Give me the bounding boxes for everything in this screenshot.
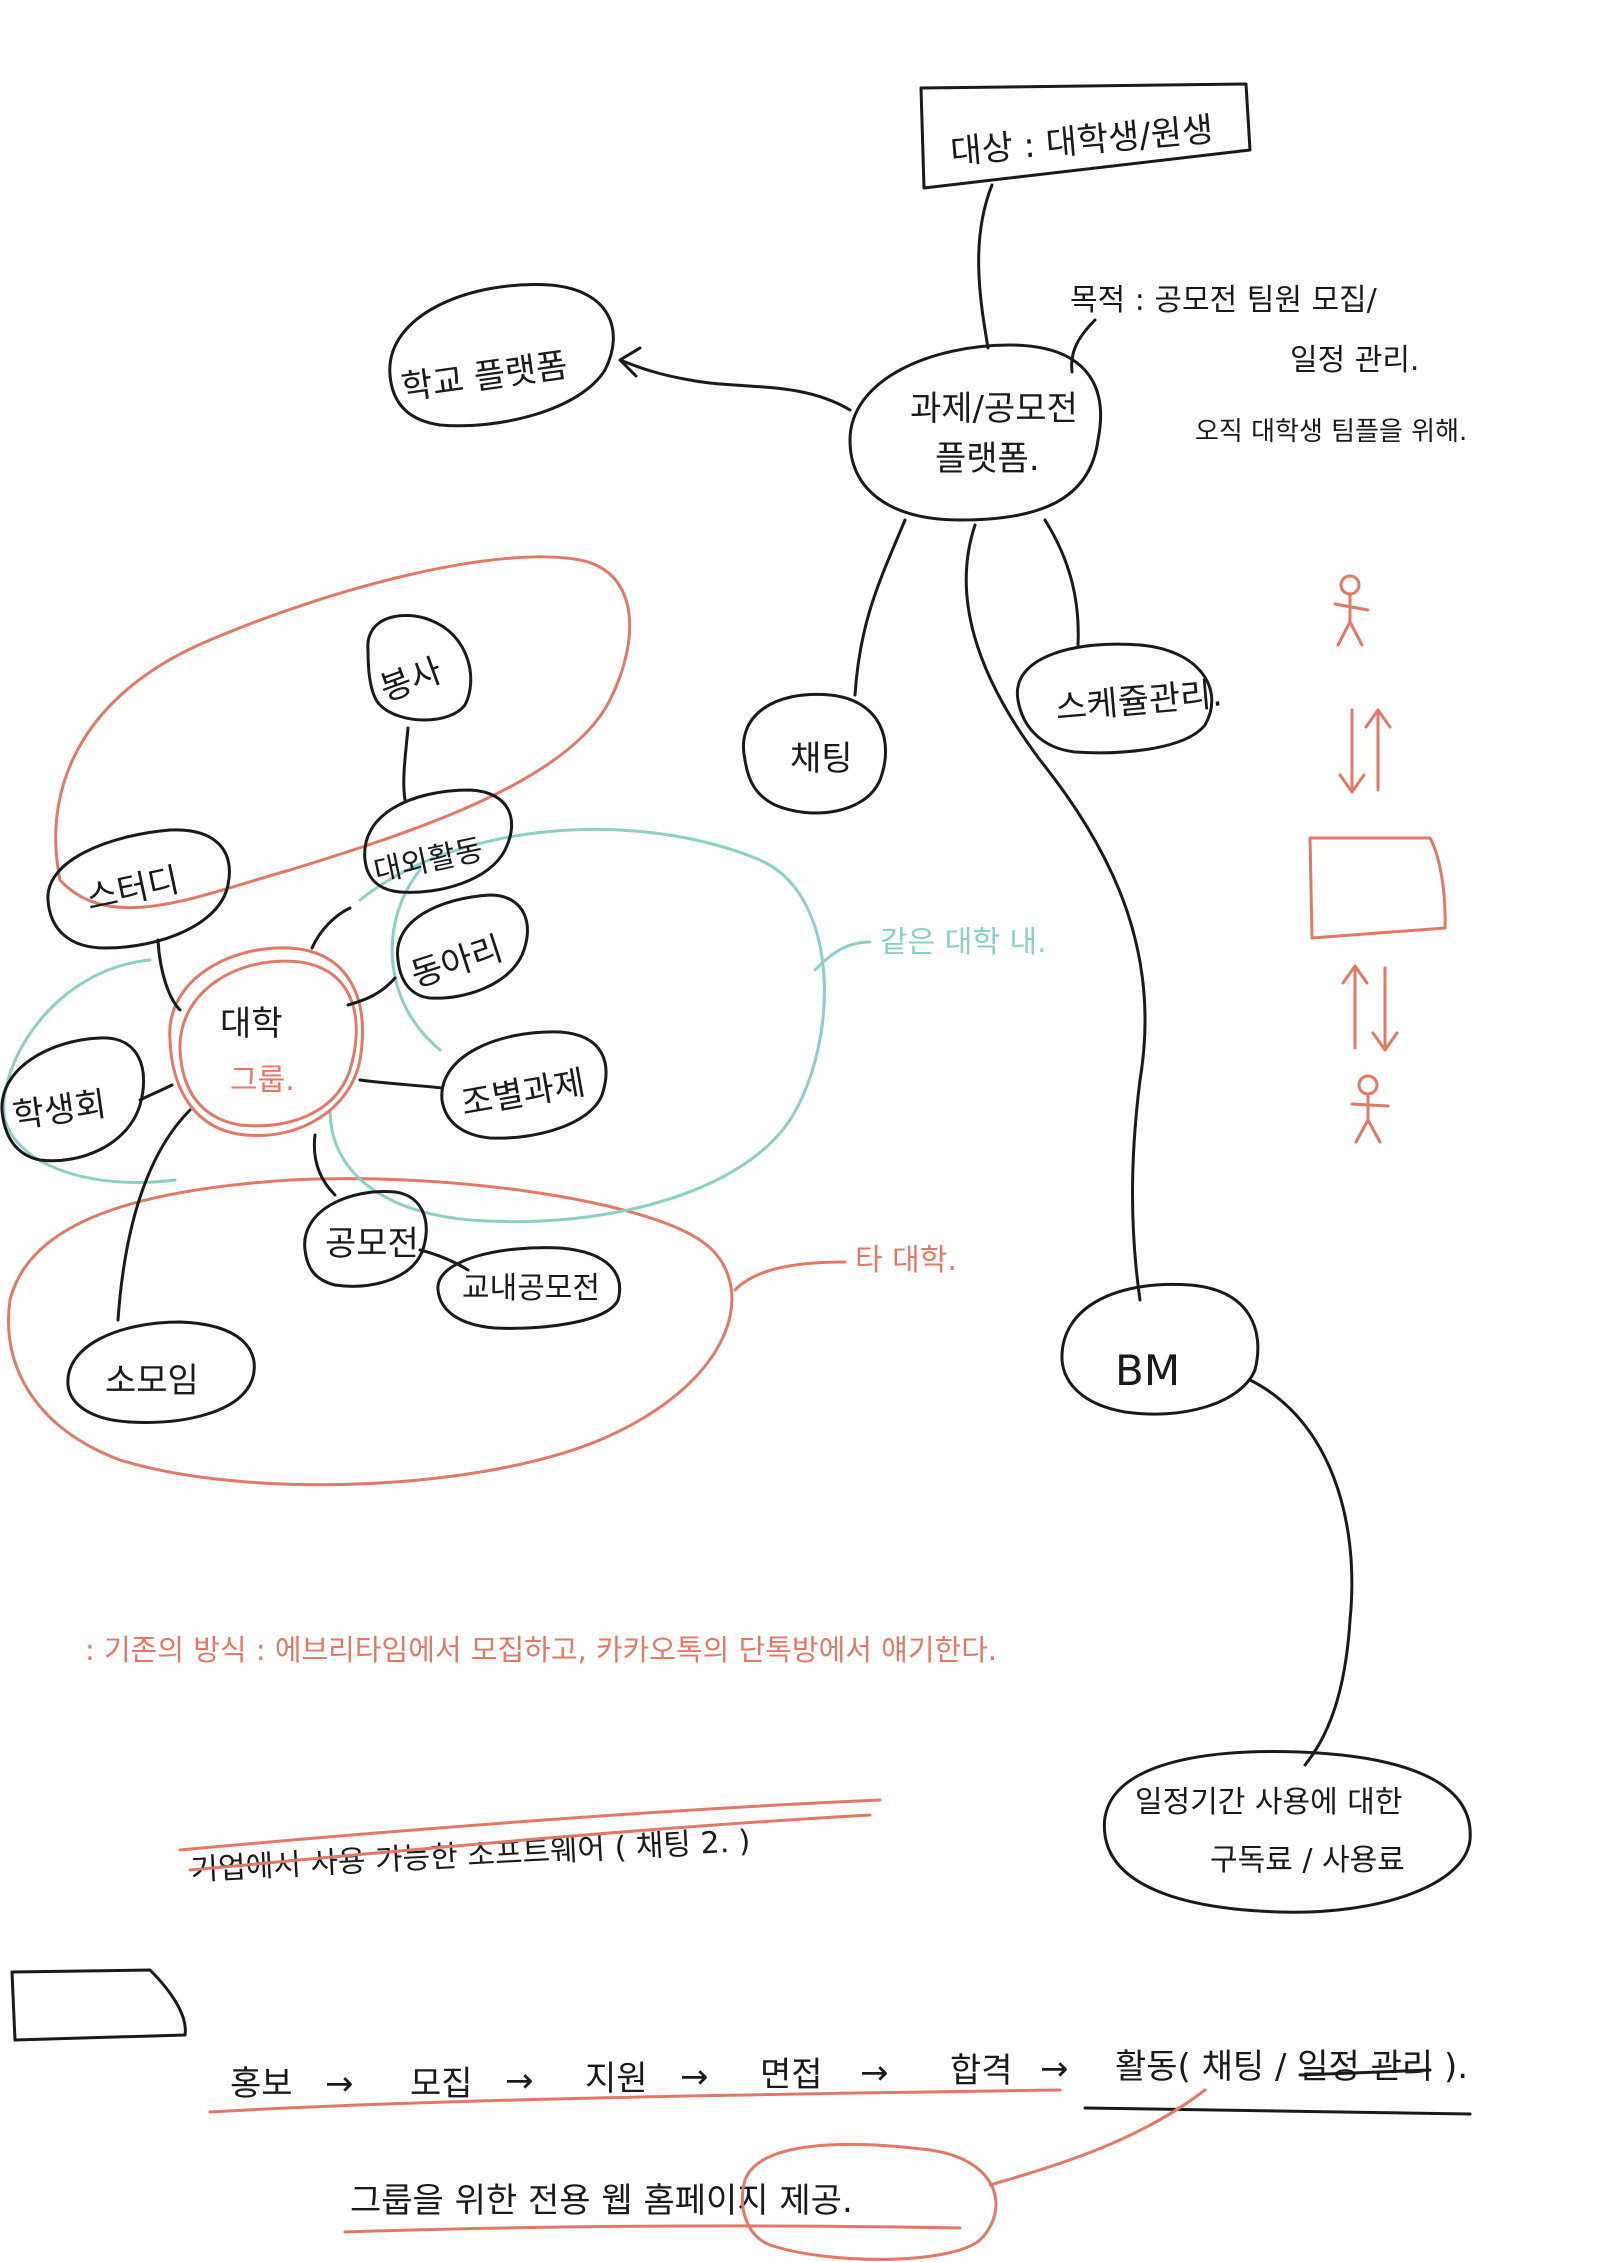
campus-contest-node: 교내공모전 [436, 1246, 622, 1330]
schedule-label: 스케쥴관리. [1054, 674, 1224, 728]
campus-contest-label: 교내공모전 [462, 1271, 600, 1306]
small-group-label: 소모임 [105, 1361, 199, 1401]
person-top-icon [1333, 574, 1370, 647]
same-univ-label: 같은 대학 내. [880, 925, 1047, 960]
contest-node: 공모전 [303, 1190, 428, 1288]
process-flow: 홍보 → 모집 → 지원 → 면접 → 합격 → 활동( 채팅 / 일정 관리 … [208, 2047, 1472, 2116]
link-central-schedule [1043, 518, 1080, 647]
study-node: 스터디 [46, 828, 231, 950]
volunteer-node: 봉사 [366, 613, 473, 722]
screen-box-icon [1308, 836, 1447, 940]
existing-way-text: : 기존의 방식 : 에브리타임에서 모집하고, 카카오톡의 단톡방에서 얘기한… [85, 1633, 997, 1667]
blank-box-icon [10, 1968, 187, 2042]
link-target-central [977, 183, 994, 350]
link-study-hub [156, 938, 182, 1012]
purpose-line1: 목적 : 공모전 팀원 모집/ [1070, 283, 1378, 318]
homepage-circle [741, 2142, 998, 2261]
chat-label: 채팅 [790, 739, 853, 779]
central-line2: 플랫폼. [935, 439, 1040, 479]
person-bottom-icon [1350, 1074, 1390, 1144]
flow-arrow-4: → [860, 2053, 889, 2093]
flow-step-5: 합격 [950, 2051, 1013, 2091]
user-flow-sketch [1308, 574, 1447, 1144]
study-label: 스터디 [83, 860, 183, 919]
flow-step-2: 모집 [410, 2064, 473, 2104]
link-central-bm [964, 523, 1147, 1302]
link-contest-hub [312, 1133, 337, 1197]
link-volunteer-external [402, 726, 410, 802]
schedule-node: 스케쥴관리. [1015, 642, 1224, 755]
teal-arc-left [2, 958, 177, 1184]
cluster-outline-other-univ [7, 1177, 734, 1487]
arrow-down-2-icon [1371, 966, 1399, 1052]
flow-arrow-1: → [325, 2064, 354, 2104]
volunteer-label: 봉사 [375, 651, 447, 710]
student-council-label: 학생회 [10, 1084, 108, 1137]
link-central-chat [853, 518, 907, 697]
flow-arrow-2: → [505, 2061, 534, 2101]
hub-line2: 그룹. [230, 1063, 295, 1098]
student-council-node: 학생회 [0, 1036, 146, 1163]
bottom-note-underline [343, 2224, 962, 2234]
cluster-outline-same-univ [328, 828, 826, 1224]
hub-line1: 대학 [220, 1004, 283, 1044]
bm-label: BM [1115, 1346, 1180, 1395]
subscription-line2: 구독료 / 사용료 [1210, 1843, 1405, 1878]
subscription-node: 일정기간 사용에 대한 구독료 / 사용료 [1102, 1750, 1472, 1914]
contest-label: 공모전 [325, 1224, 419, 1264]
arrow-up-2-icon [1341, 964, 1369, 1050]
flow-underline-ink [1083, 2106, 1472, 2116]
arrow-down-1-icon [1338, 708, 1366, 794]
central-node: 과제/공모전 플랫폼. [848, 343, 1103, 522]
link-bm-subscription [1248, 1378, 1354, 1767]
subscription-line1: 일정기간 사용에 대한 [1135, 1785, 1402, 1820]
chat-node: 채팅 [742, 692, 888, 815]
other-univ-pointer [733, 1260, 847, 1292]
arrow-up-1-icon [1364, 708, 1392, 792]
flow-underline-red [208, 2088, 1062, 2114]
link-contest-campus [418, 1248, 470, 1272]
schedule-underline [1298, 2068, 1432, 2077]
school-platform-node: 학교 플랫폼 [388, 283, 615, 428]
link-external-hub [310, 906, 352, 950]
flow-step-4: 면접 [760, 2055, 823, 2095]
flow-arrow-3: → [680, 2057, 709, 2097]
team-project-label: 조별과제 [458, 1063, 588, 1124]
school-platform-label: 학교 플랫폼 [399, 345, 570, 408]
target-label: 대상 : 대학생/원생 [949, 110, 1215, 173]
link-small-group-hub [116, 1108, 192, 1322]
cluster-outline-top [54, 555, 632, 910]
homepage-pointer [988, 2088, 1207, 2187]
crossed-out-note: 기업에서 사용 가능한 소프트웨어 ( 채팅 2. ) [178, 1798, 882, 1888]
club-node: 동아리 [396, 893, 529, 1000]
flow-step-6: 활동( 채팅 / 일정 관리 ). [1115, 2047, 1468, 2087]
crossed-out-text: 기업에서 사용 가능한 소프트웨어 ( 채팅 2. ) [190, 1824, 751, 1888]
other-univ-label: 타 대학. [855, 1243, 957, 1278]
flow-arrow-5: → [1040, 2049, 1069, 2089]
central-line1: 과제/공모전 [910, 389, 1078, 429]
link-club-hub [346, 976, 397, 1007]
bottom-note: 그룹을 위한 전용 웹 홈페이지 제공. [343, 2088, 1207, 2261]
hub-node: 대학 그룹. [168, 946, 364, 1138]
flow-step-1: 홍보 [230, 2064, 293, 2104]
link-council-hub [138, 1083, 174, 1102]
purpose-line3: 오직 대학생 팀플을 위해. [1195, 417, 1467, 447]
bm-node: BM [1060, 1282, 1260, 1416]
bottom-note-text: 그룹을 위한 전용 웹 홈페이지 제공. [350, 2181, 853, 2221]
target-box: 대상 : 대학생/원생 [919, 82, 1252, 190]
purpose-line2: 일정 관리. [1290, 343, 1419, 378]
same-univ-pointer [813, 940, 872, 972]
team-project-node: 조별과제 [440, 1030, 608, 1140]
strike-line-1 [178, 1798, 882, 1852]
link-purpose-central [1070, 318, 1097, 374]
teal-arc-inner [390, 868, 442, 1052]
strike-line-2 [188, 1813, 872, 1872]
small-group-node: 소모임 [66, 1320, 256, 1424]
purpose-note: 목적 : 공모전 팀원 모집/ 일정 관리. 오직 대학생 팀플을 위해. [1070, 283, 1467, 447]
link-team-project-hub [358, 1078, 444, 1090]
flow-step-3: 지원 [585, 2059, 648, 2099]
arrow-central-school [618, 346, 852, 412]
